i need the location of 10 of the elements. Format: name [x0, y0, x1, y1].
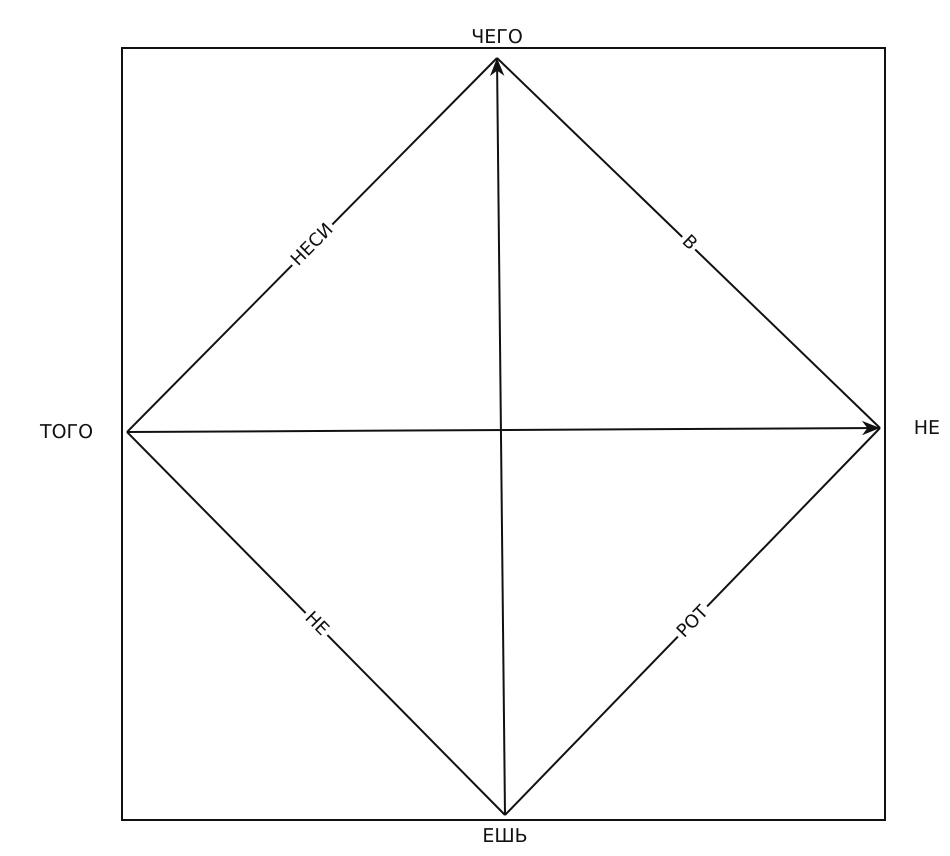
vertex-label: ЕШЬ [455, 815, 555, 847]
connector-line [126, 57, 498, 433]
vertex-label: ТОГО [40, 418, 127, 446]
arrow [127, 420, 880, 436]
connector-line [126, 431, 506, 816]
vertex-label: НЕ [880, 414, 940, 442]
connector-line [496, 57, 881, 429]
vertex-label: ЧЕГО [447, 26, 547, 58]
connector-line [504, 427, 881, 816]
arrow [490, 58, 506, 816]
